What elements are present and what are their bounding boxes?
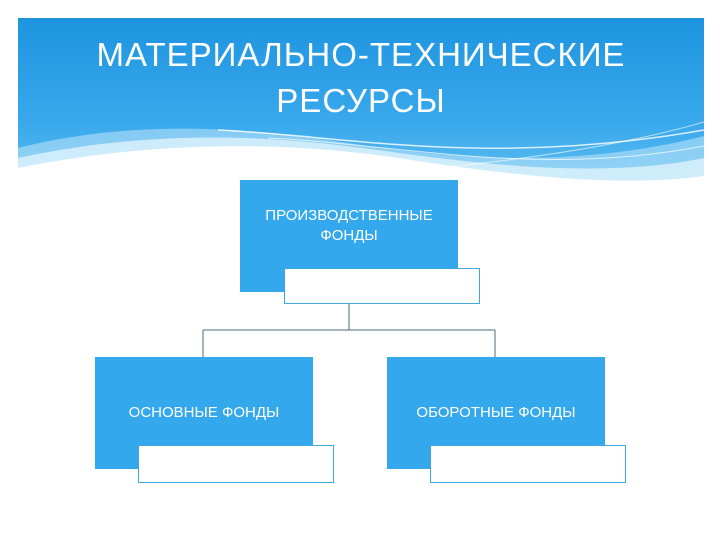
node-production-funds-subbox	[284, 268, 480, 304]
wave-background	[18, 18, 704, 198]
title-banner: МАТЕРИАЛЬНО-ТЕХНИЧЕСКИЕ РЕСУРСЫ	[18, 18, 704, 198]
node-production-funds-label-1: ПРОИЗВОДСТВЕННЫЕ	[265, 207, 433, 224]
page-title: МАТЕРИАЛЬНО-ТЕХНИЧЕСКИЕ РЕСУРСЫ	[18, 32, 704, 124]
node-working-funds-subbox	[430, 445, 626, 483]
title-line-1: МАТЕРИАЛЬНО-ТЕХНИЧЕСКИЕ	[96, 36, 626, 73]
title-line-2: РЕСУРСЫ	[276, 82, 446, 119]
node-production-funds-label-2: ФОНДЫ	[320, 227, 378, 244]
node-fixed-funds-subbox	[138, 445, 334, 483]
node-working-funds-label: ОБОРОТНЫЕ ФОНДЫ	[416, 404, 576, 421]
node-fixed-funds-label: ОСНОВНЫЕ ФОНДЫ	[128, 404, 280, 421]
